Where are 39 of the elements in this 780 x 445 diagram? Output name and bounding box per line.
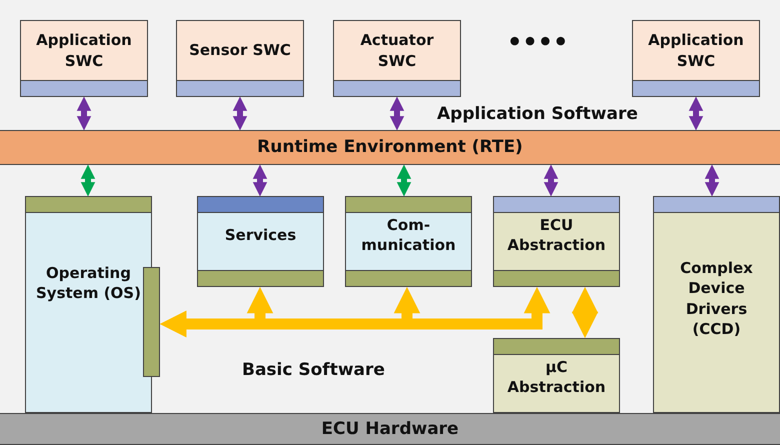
ellipsis-label: •••• xyxy=(507,28,568,56)
layer-label: Application Software xyxy=(437,104,638,124)
module-box xyxy=(345,196,472,287)
module-box xyxy=(25,196,152,413)
double-arrow xyxy=(572,286,598,338)
component-box xyxy=(20,20,148,97)
module-label: Operating System (OS) xyxy=(35,263,142,304)
component-box xyxy=(632,20,760,97)
layer-band xyxy=(0,130,780,165)
module-label: Application SWC xyxy=(35,30,133,71)
layer-label: Basic Software xyxy=(242,360,385,380)
double-arrow xyxy=(252,164,268,197)
module-label: Actuator SWC xyxy=(359,30,435,71)
module-label: Sensor SWC xyxy=(189,40,291,61)
module-label: Services xyxy=(224,225,296,246)
double-arrow xyxy=(232,96,248,131)
double-arrow xyxy=(704,164,720,197)
module-box xyxy=(653,196,780,413)
module-box xyxy=(493,196,620,287)
module-box xyxy=(493,338,620,413)
double-arrow xyxy=(688,96,704,131)
double-arrow xyxy=(390,96,404,131)
module-label: ECU Abstraction xyxy=(506,215,607,256)
module-label: Com- munication xyxy=(360,215,457,256)
double-arrow xyxy=(544,164,558,197)
layer-band xyxy=(0,413,780,445)
module-label: Complex Device Drivers (CCD) xyxy=(679,258,754,339)
module-box xyxy=(197,196,324,287)
double-arrow xyxy=(80,164,96,197)
double-arrow xyxy=(396,164,412,197)
component-box xyxy=(176,20,304,97)
double-arrow xyxy=(160,286,550,338)
layer-label: ECU Hardware xyxy=(321,418,459,440)
double-arrow xyxy=(76,96,92,131)
module-label: µC Abstraction xyxy=(506,357,607,398)
module-label: Application SWC xyxy=(647,30,745,71)
interface-bar xyxy=(143,267,160,377)
component-box xyxy=(333,20,461,97)
layer-label: Runtime Environment (RTE) xyxy=(257,136,523,159)
